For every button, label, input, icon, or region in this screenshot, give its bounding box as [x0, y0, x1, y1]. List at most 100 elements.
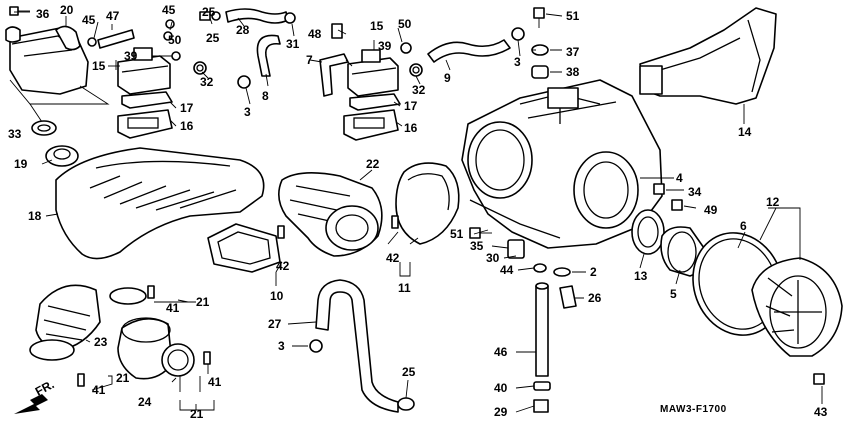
cap-26-part — [559, 285, 577, 309]
callout-10: 10 — [270, 289, 284, 303]
callout-36: 36 — [36, 7, 50, 21]
hose-8-part — [256, 34, 281, 77]
callout-45a: 45 — [82, 13, 96, 27]
callout-41c: 41 — [208, 375, 222, 389]
callout-45b: 45 — [162, 3, 176, 17]
clip-3-lower-part — [309, 339, 323, 353]
callout-16b: 16 — [404, 121, 418, 135]
callout-24: 24 — [138, 395, 152, 409]
callout-4: 4 — [676, 171, 683, 185]
callout-5: 5 — [670, 287, 677, 301]
callout-26: 26 — [588, 291, 602, 305]
front-direction-arrow: FR. — [14, 377, 56, 414]
hose-28-part — [225, 8, 296, 24]
callout-20: 20 — [60, 3, 74, 17]
callout-35: 35 — [470, 239, 484, 253]
plug-29-part — [533, 399, 549, 413]
callout-3a: 3 — [244, 105, 251, 119]
screw-42-part — [277, 215, 399, 239]
intake-duct-14-part — [639, 7, 777, 105]
callout-41b: 41 — [92, 383, 106, 397]
fitting-45-part — [163, 19, 175, 41]
bracket-7-part — [319, 23, 349, 97]
breather-tank-part — [5, 25, 89, 95]
callout-17b: 17 — [404, 99, 418, 113]
callout-44: 44 — [500, 263, 514, 277]
bolt-51-mid-part — [469, 227, 492, 239]
callout-51b: 51 — [450, 227, 464, 241]
clamp-33-part — [31, 120, 57, 136]
callout-13: 13 — [634, 269, 648, 283]
callout-32a: 32 — [200, 75, 214, 89]
callout-15a: 15 — [92, 59, 106, 73]
drain-30-part — [507, 239, 525, 259]
front-label: FR. — [33, 377, 57, 398]
callout-27: 27 — [268, 317, 282, 331]
callout-19: 19 — [14, 157, 28, 171]
hose-47-part — [87, 29, 135, 49]
clamp-21-left-part — [29, 287, 147, 361]
callout-3c: 3 — [278, 339, 285, 353]
callout-17a: 17 — [180, 101, 194, 115]
clamp-21-right-part — [161, 343, 195, 377]
hose-27-part — [315, 279, 399, 413]
callout-21a: 21 — [196, 295, 210, 309]
callout-15b: 15 — [370, 19, 384, 33]
callout-6: 6 — [740, 219, 747, 233]
solenoid-valve-right-part — [343, 42, 412, 141]
air-cleaner-case-4-part — [461, 79, 663, 249]
clamp-25-lower-part — [397, 397, 415, 411]
clip-44-part — [533, 263, 547, 273]
callout-7: 7 — [306, 53, 313, 67]
clamp-32-left-part — [193, 61, 207, 75]
callout-50a: 50 — [168, 33, 182, 47]
bolt-51-top-part — [533, 7, 545, 28]
callout-39a: 39 — [124, 49, 138, 63]
callout-11: 11 — [398, 281, 411, 295]
callout-43: 43 — [814, 405, 828, 419]
callout-25c: 25 — [402, 365, 416, 379]
band-11-part — [395, 162, 460, 245]
funnel-22-part — [278, 172, 383, 257]
callout-22: 22 — [366, 157, 380, 171]
callout-8: 8 — [262, 89, 269, 103]
bolt-49-part — [671, 199, 683, 211]
leader-lines — [14, 11, 823, 413]
callout-21c: 21 — [190, 407, 204, 421]
callout-48: 48 — [308, 27, 322, 41]
callout-18: 18 — [28, 209, 42, 223]
callout-29: 29 — [494, 405, 508, 419]
callout-42a: 42 — [276, 259, 290, 273]
seal-5-part — [660, 226, 706, 277]
callout-49: 49 — [704, 203, 718, 217]
air-cover-18-part — [55, 147, 265, 260]
callout-9: 9 — [444, 71, 451, 85]
bolt-43-part — [813, 373, 825, 385]
callout-47: 47 — [106, 9, 120, 23]
callout-25a: 25 — [202, 5, 216, 19]
callout-25b: 25 — [206, 31, 220, 45]
clamp-40-part — [533, 381, 551, 391]
drain-tube-46-part — [535, 282, 549, 377]
hose-9-part — [427, 27, 525, 63]
screw-41-part — [77, 285, 211, 387]
callout-30: 30 — [486, 251, 500, 265]
gasket-10-part — [207, 223, 281, 273]
callout-32b: 32 — [412, 83, 426, 97]
element-12-part — [751, 257, 843, 357]
callout-34: 34 — [688, 185, 702, 199]
bolt-36-part — [9, 6, 30, 16]
callout-38: 38 — [566, 65, 580, 79]
callout-28: 28 — [236, 23, 250, 37]
callout-42b: 42 — [386, 251, 400, 265]
clamp-32-right-part — [409, 63, 423, 77]
callout-12: 12 — [766, 195, 780, 209]
callout-37: 37 — [566, 45, 580, 59]
cap-38-part — [531, 65, 549, 79]
callout-33: 33 — [8, 127, 22, 141]
callout-3b: 3 — [514, 55, 521, 69]
cap-19-part — [45, 145, 79, 167]
callout-41a: 41 — [166, 301, 180, 315]
